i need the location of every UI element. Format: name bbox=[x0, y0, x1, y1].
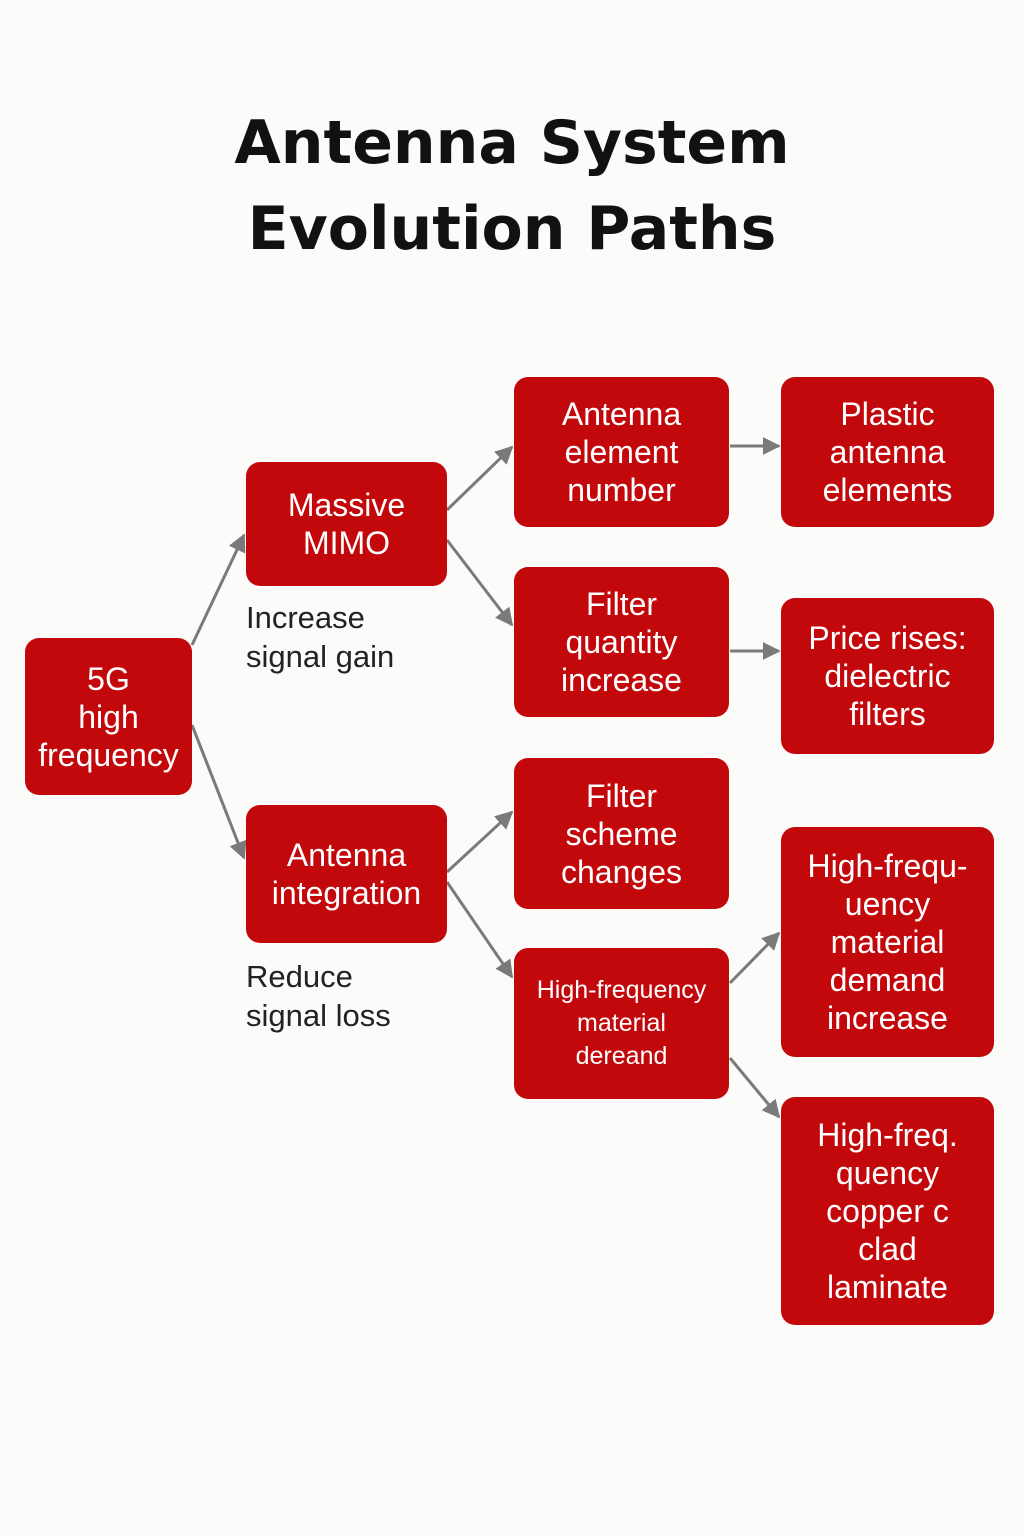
annotation-reduce-signal-loss: Reduce signal loss bbox=[246, 959, 391, 1033]
diagram-title: Antenna System Evolution Paths bbox=[0, 100, 1024, 272]
arrow-integration-to-material-demand bbox=[445, 881, 514, 979]
annotation-increase-signal-gain: Increase signal gain bbox=[246, 600, 395, 674]
node-antenna-integration: Antenna integration bbox=[246, 805, 447, 943]
arrow-mimo-to-filter-quantity bbox=[445, 539, 514, 627]
node-5g-high-frequency: 5G high frequency bbox=[25, 638, 192, 795]
node-high-frequency-material-demand-increase: High-frequ- uency material demand increa… bbox=[781, 827, 994, 1057]
node-massive-mimo: Massive MIMO bbox=[246, 462, 447, 586]
arrow-material-demand-to-copper-laminate bbox=[728, 1057, 781, 1119]
node-high-frequency-copper-clad-laminate: High-freq. quency copper c clad laminate bbox=[781, 1097, 994, 1325]
arrow-mimo-to-element-number bbox=[445, 445, 514, 512]
arrow-integration-to-filter-scheme bbox=[445, 810, 514, 874]
node-plastic-antenna-elements: Plastic antenna elements bbox=[781, 377, 994, 527]
node-antenna-element-number: Antenna element number bbox=[514, 377, 729, 527]
arrow-material-demand-to-demand-increase bbox=[728, 931, 781, 985]
title-line-2: Evolution Paths bbox=[247, 194, 777, 264]
title-line-1: Antenna System bbox=[234, 108, 790, 178]
node-high-frequency-material-demand: High-frequency material dereand bbox=[514, 948, 729, 1099]
node-price-rises-dielectric-filters: Price rises: dielectric filters bbox=[781, 598, 994, 754]
arrow-root-to-antenna-integration bbox=[190, 724, 247, 860]
arrow-root-to-massive-mimo bbox=[190, 533, 246, 646]
node-filter-scheme-changes: Filter scheme changes bbox=[514, 758, 729, 909]
node-filter-quantity-increase: Filter quantity increase bbox=[514, 567, 729, 717]
